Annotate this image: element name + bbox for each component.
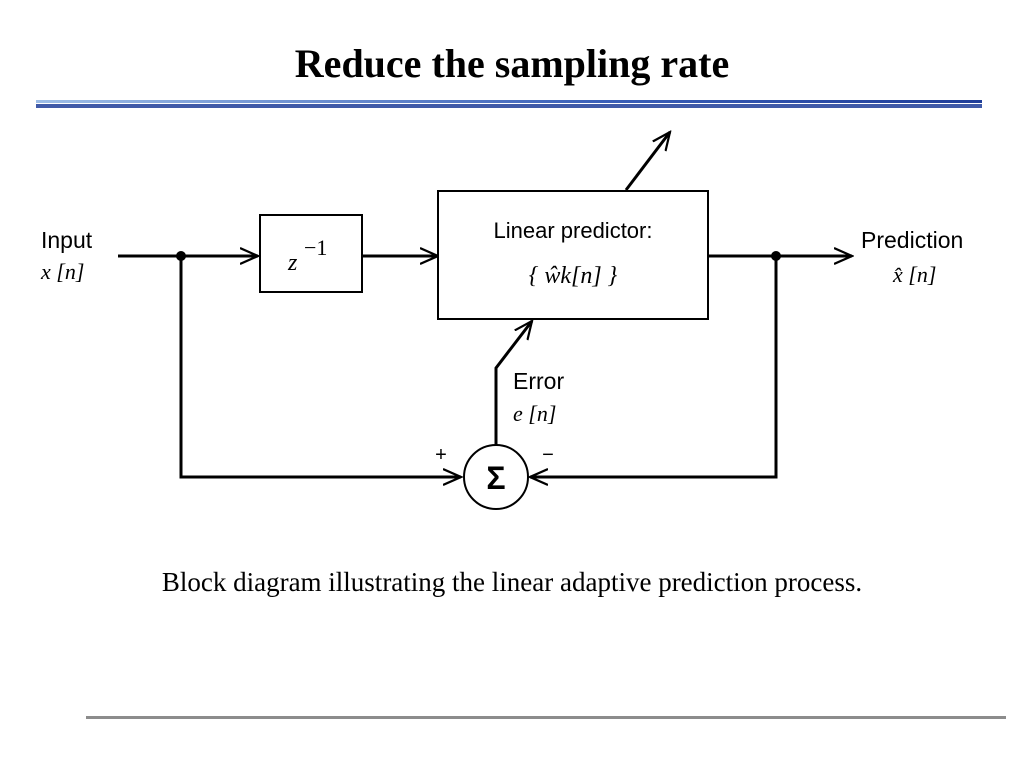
- predictor-label: Linear predictor:: [494, 218, 653, 243]
- delay-symbol: z: [287, 250, 298, 276]
- input-feedback-line: [179, 256, 461, 477]
- prediction-signal: x̂ [n]: [892, 262, 936, 287]
- linear-predictor-block: [437, 190, 709, 320]
- delay-block: [259, 214, 363, 293]
- plus-sign: +: [435, 444, 447, 466]
- delay-exponent: −1: [304, 235, 327, 260]
- predictor-weights: { ŵk[n] }: [529, 263, 618, 289]
- slide-title: Reduce the sampling rate: [294, 41, 730, 86]
- figure-caption: Block diagram illustrating the linear ad…: [161, 567, 863, 597]
- error-line: [494, 321, 532, 445]
- title-underline: [36, 100, 982, 108]
- error-signal: e [n]: [513, 401, 556, 426]
- minus-sign: −: [542, 444, 554, 466]
- adaptation-arrow: [624, 132, 670, 191]
- prediction-feedback-line: [530, 256, 778, 477]
- prediction-label: Prediction: [861, 227, 963, 253]
- sum-symbol: Σ: [486, 460, 505, 496]
- input-label: Input: [41, 227, 93, 253]
- input-signal: x [n]: [40, 259, 84, 284]
- block-diagram: z −1 Linear predictor: { ŵk[n] } Σ + − I…: [40, 0, 963, 510]
- error-label: Error: [513, 368, 564, 394]
- footer-rule: [86, 716, 1006, 719]
